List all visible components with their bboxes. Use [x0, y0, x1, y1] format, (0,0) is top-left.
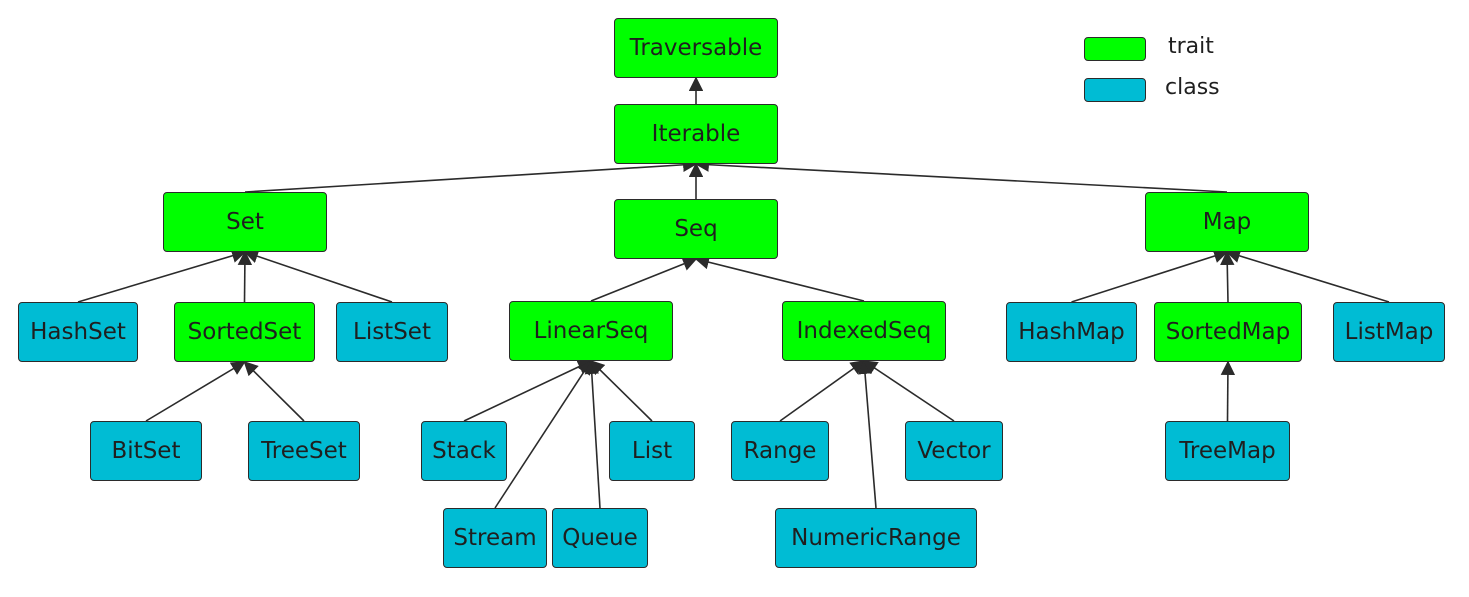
node-map: Map — [1145, 192, 1309, 252]
edge-sortedmap-to-map — [1220, 250, 1235, 303]
edge-treeset-to-sortedset — [243, 360, 305, 422]
edge-range-to-indexedseq — [779, 360, 866, 422]
edge-hashset-to-set — [77, 248, 247, 303]
legend-trait-label: trait — [1168, 34, 1214, 59]
edge-numericrange-to-indexedseq — [857, 359, 877, 509]
edge-listmap-to-map — [1225, 248, 1390, 303]
node-indexedseq: IndexedSeq — [782, 301, 946, 361]
edge-stream-to-linearseq — [494, 359, 592, 509]
node-stack: Stack — [421, 421, 507, 481]
edge-sortedset-to-set — [237, 250, 253, 303]
edge-queue-to-linearseq — [584, 359, 601, 509]
edge-hashmap-to-map — [1071, 249, 1229, 303]
node-sortedmap: SortedMap — [1154, 302, 1302, 362]
node-listset: ListSet — [336, 302, 448, 362]
node-listmap: ListMap — [1333, 302, 1445, 362]
node-list: List — [609, 421, 695, 481]
edge-indexedseq-to-seq — [694, 255, 865, 302]
node-set: Set — [163, 192, 327, 252]
node-stream: Stream — [443, 508, 547, 568]
legend-class-swatch — [1084, 78, 1146, 102]
edge-vector-to-indexedseq — [862, 360, 955, 422]
node-treeset: TreeSet — [248, 421, 360, 481]
edge-bitset-to-sortedset — [145, 361, 246, 422]
node-vector: Vector — [905, 421, 1003, 481]
edge-listset-to-set — [243, 249, 393, 303]
node-treemap: TreeMap — [1165, 421, 1290, 481]
node-numericrange: NumericRange — [775, 508, 977, 568]
edge-linearseq-to-seq — [590, 257, 698, 302]
legend-trait-swatch — [1084, 37, 1146, 61]
edge-stack-to-linearseq — [463, 360, 593, 422]
node-linearseq: LinearSeq — [509, 301, 673, 361]
edge-list-to-linearseq — [589, 359, 653, 422]
edge-set-to-iterable — [244, 157, 698, 193]
node-seq: Seq — [614, 199, 778, 259]
node-hashset: HashSet — [18, 302, 138, 362]
edge-treemap-to-sortedmap — [1220, 360, 1236, 422]
node-sortedset: SortedSet — [174, 302, 315, 362]
node-traversable: Traversable — [614, 18, 778, 78]
node-queue: Queue — [552, 508, 648, 568]
legend-class-label: class — [1165, 75, 1220, 100]
edge-map-to-iterable — [694, 157, 1228, 193]
node-hashmap: HashMap — [1006, 302, 1137, 362]
node-range: Range — [731, 421, 829, 481]
node-bitset: BitSet — [90, 421, 202, 481]
node-iterable: Iterable — [614, 104, 778, 164]
